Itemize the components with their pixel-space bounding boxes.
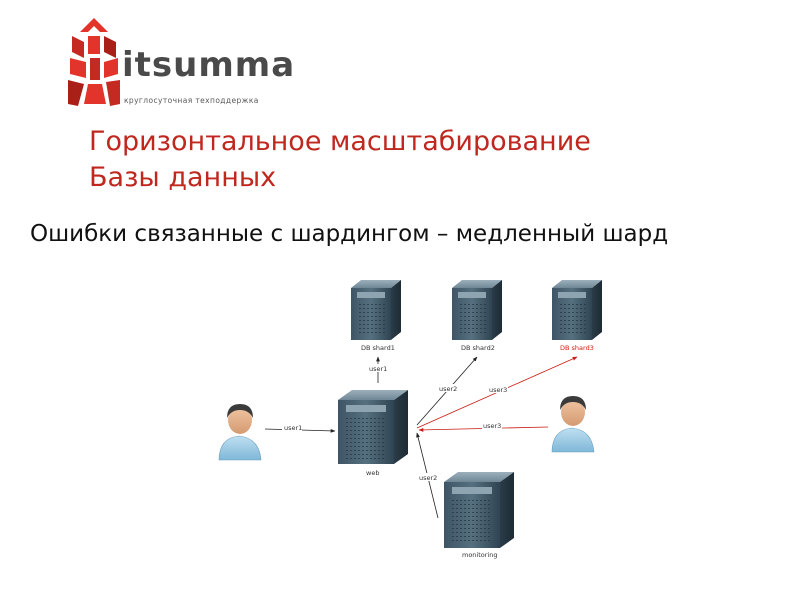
slide-subtitle: Ошибки связанные с шардингом – медленный… bbox=[30, 221, 669, 247]
edge-web-to-shard3-slow: user3 bbox=[416, 356, 578, 429]
edge-label: user3 bbox=[489, 386, 507, 394]
edge-label: user3 bbox=[483, 422, 501, 430]
edge-user3-to-web: user3 bbox=[418, 421, 549, 432]
edge-web-to-shard2: user2 bbox=[416, 356, 478, 426]
db-shard2-server-icon bbox=[452, 280, 502, 340]
edge-label: user2 bbox=[419, 474, 437, 482]
edge-label: user1 bbox=[369, 365, 387, 373]
node-label-web: web bbox=[366, 469, 379, 477]
node-label-db-shard2: DB shard2 bbox=[461, 344, 495, 352]
node-label-monitoring: monitoring bbox=[462, 551, 497, 559]
slide-title: Горизонтальное масштабирование Базы данн… bbox=[89, 124, 591, 196]
logo-mark-icon bbox=[68, 18, 120, 106]
user3-person-icon bbox=[551, 396, 595, 453]
itsumma-logo: itsumma круглосуточная техподдержка bbox=[66, 18, 296, 110]
edge-web-to-shard1: user1 bbox=[368, 356, 388, 383]
edge-label: user1 bbox=[284, 424, 302, 432]
web-server-icon bbox=[338, 390, 408, 464]
db-shard1-server-icon bbox=[351, 280, 401, 340]
logo-tagline: круглосуточная техподдержка bbox=[124, 96, 259, 105]
logo-wordmark: itsumma bbox=[122, 45, 296, 85]
user1-person-icon bbox=[218, 404, 262, 461]
node-label-db-shard3: DB shard3 bbox=[560, 344, 594, 352]
edge-label: user2 bbox=[439, 385, 457, 393]
node-label-db-shard1: DB shard1 bbox=[361, 344, 395, 352]
edge-user1-to-web: user1 bbox=[264, 423, 336, 433]
monitoring-server-icon bbox=[444, 472, 514, 548]
slide-title-line-1: Горизонтальное масштабирование bbox=[89, 126, 591, 157]
db-shard3-server-icon bbox=[552, 280, 602, 340]
edge-monitoring-to-web: user2 bbox=[416, 432, 439, 519]
slide-title-line-2: Базы данных bbox=[89, 162, 277, 193]
